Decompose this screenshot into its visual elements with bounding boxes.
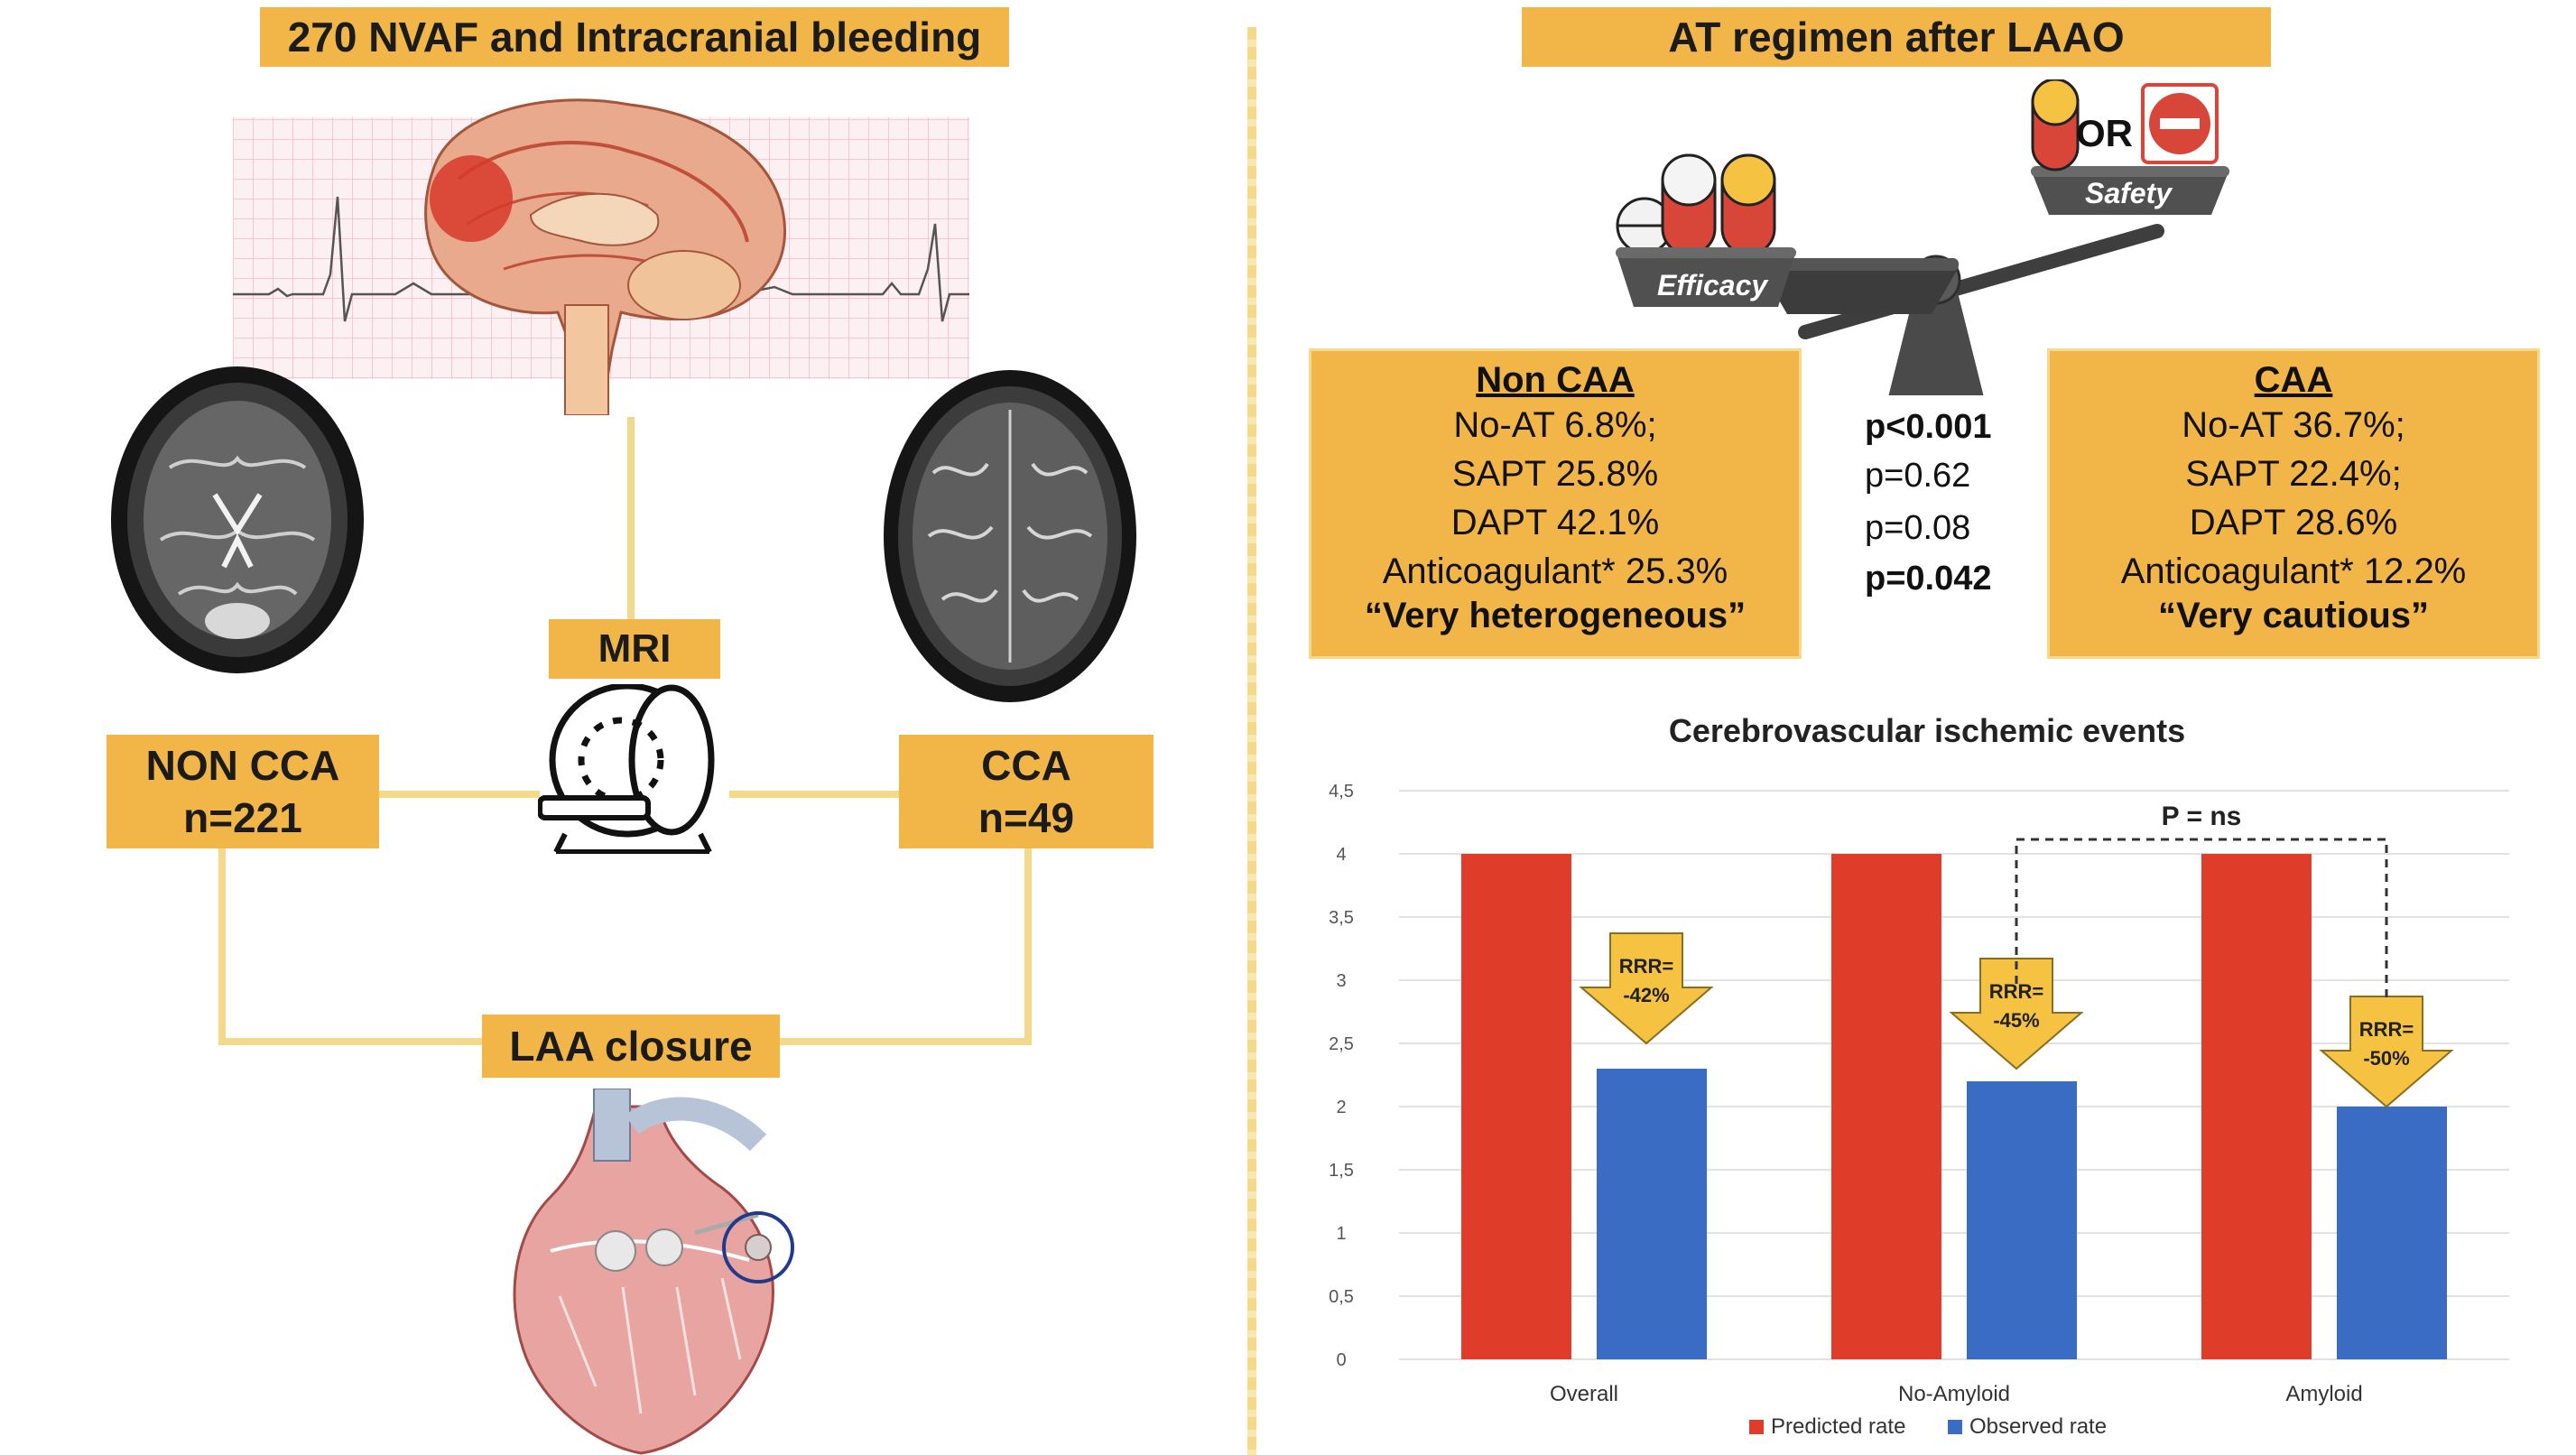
rrr-arrow (1949, 958, 2084, 1070)
or-label: OR (2076, 112, 2133, 154)
mri-scanner-icon (538, 684, 715, 854)
bar-observed (2337, 1107, 2447, 1359)
legend-label: Observed rate (1969, 1414, 2107, 1439)
caa-box: CAA No-AT 36.7%; SAPT 22.4%; DAPT 28.6% … (2047, 348, 2540, 659)
panel-divider (1247, 27, 1256, 1455)
caa-line: No-AT 36.7%; (2182, 405, 2405, 445)
non-caa-line: No-AT 6.8%; (1453, 405, 1657, 445)
bar-observed (1967, 1081, 2077, 1359)
mri-scan-non-cca (111, 366, 364, 673)
connector-brain-mri (627, 417, 635, 623)
bar-predicted (1831, 854, 1941, 1359)
non-caa-quote: “Very heterogeneous” (1364, 596, 1747, 635)
safety-label: Safety (2085, 177, 2173, 209)
caa-line: DAPT 28.6% (2189, 503, 2398, 542)
efficacy-label: Efficacy (1657, 269, 1768, 301)
y-tick-label: 2,5 (1329, 1034, 1354, 1054)
pvalue: p=0.042 (1865, 560, 1992, 598)
connector-noncca-mri (377, 791, 540, 798)
legend-swatch (1749, 1420, 1764, 1434)
legend-label: Predicted rate (1771, 1414, 1905, 1439)
x-tick-label: Amyloid (2285, 1382, 2362, 1406)
y-tick-label: 1 (1336, 1224, 1346, 1244)
non-caa-line: SAPT 25.8% (1451, 454, 1659, 494)
pvalue: p=0.08 (1865, 509, 1971, 547)
rrr-arrow (1579, 932, 1714, 1045)
comparison-label: P = ns (2162, 802, 2242, 831)
caa-line: SAPT 22.4%; (2185, 454, 2402, 494)
connector-noncca-down (218, 848, 226, 1042)
y-tick-label: 3 (1336, 971, 1346, 991)
ecg-brain-illustration (233, 98, 969, 415)
cca-box: CCA n=49 (899, 735, 1154, 848)
y-tick-label: 2 (1336, 1098, 1346, 1117)
comparison-bracket (2015, 838, 2388, 1002)
caa-line: Anticoagulant* 12.2% (2120, 551, 2467, 591)
right-title-banner: AT regimen after LAAO (1522, 7, 2271, 67)
caa-heading: CAA (2254, 360, 2333, 400)
left-title-banner: 270 NVAF and Intracranial bleeding (260, 7, 1009, 67)
ischemic-events-chart: Cerebrovascular ischemic events 0 0,5 1 1,5… (1329, 712, 2509, 1439)
y-tick-label: 3,5 (1329, 908, 1354, 928)
rrr-arrow (2319, 996, 2454, 1108)
non-caa-line: Anticoagulant* 25.3% (1382, 551, 1728, 591)
rrr-value: -42% (1623, 984, 1669, 1006)
pvalue: p=0.62 (1865, 457, 1971, 495)
cca-label: CCA (981, 742, 1071, 789)
bar-observed (1597, 1069, 1707, 1359)
bar-predicted (1461, 854, 1571, 1359)
y-tick-label: 4 (1336, 845, 1346, 865)
non-caa-box: Non CAA No-AT 6.8%; SAPT 25.8% DAPT 42.1… (1309, 348, 1802, 659)
non-cca-label: NON CCA (145, 742, 340, 789)
connector-bottom-right (778, 1038, 1032, 1045)
mri-label: MRI (549, 619, 720, 679)
mri-scan-cca (884, 370, 1136, 702)
non-caa-line: DAPT 42.1% (1450, 503, 1660, 542)
non-caa-heading: Non CAA (1476, 360, 1635, 400)
y-tick-label: 0 (1336, 1350, 1346, 1370)
connector-cca-down (1024, 848, 1032, 1042)
y-tick-label: 0,5 (1329, 1287, 1354, 1307)
connector-bottom-left (218, 1038, 486, 1045)
rrr-label: RRR= (1989, 980, 2044, 1003)
non-cca-count: n=221 (183, 794, 302, 841)
caa-quote: “Very cautious” (2157, 596, 2430, 635)
y-tick-label: 1,5 (1329, 1161, 1354, 1181)
rrr-label: RRR= (1619, 955, 1674, 978)
rrr-label: RRR= (2359, 1018, 2414, 1041)
connector-mri-cca (729, 791, 903, 798)
x-tick-label: Overall (1550, 1382, 1618, 1406)
legend-swatch (1948, 1420, 1962, 1434)
y-tick-label: 4,5 (1329, 782, 1354, 802)
bar-predicted (2201, 854, 2312, 1359)
balance-scale-illustration (1616, 79, 2229, 395)
non-cca-box: NON CCA n=221 (107, 735, 379, 848)
heart-illustration (513, 1089, 794, 1455)
pvalue: p<0.001 (1865, 408, 1992, 446)
rrr-value: -50% (2363, 1047, 2409, 1070)
chart-title: Cerebrovascular ischemic events (1669, 712, 2185, 749)
laa-closure-label: LAA closure (482, 1015, 780, 1078)
cca-count: n=49 (978, 794, 1075, 841)
rrr-value: -45% (1993, 1009, 2039, 1032)
x-tick-label: No-Amyloid (1898, 1382, 2010, 1406)
